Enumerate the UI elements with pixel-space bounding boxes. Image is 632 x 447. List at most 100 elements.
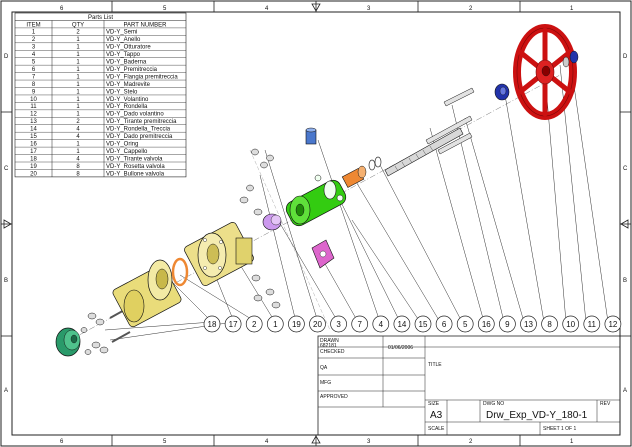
valve-body-semi-right xyxy=(184,222,254,286)
parts-item-number: 17 xyxy=(30,149,37,155)
leader-lines xyxy=(104,57,609,341)
parts-list-header: PART NUMBER xyxy=(123,22,167,28)
checked-label: CHECKED xyxy=(320,349,345,355)
parts-item-number: 19 xyxy=(30,164,37,170)
zone-letter-right: C xyxy=(623,166,628,172)
parts-item-number: 13 xyxy=(30,119,37,125)
balloon-label: 19 xyxy=(292,320,301,329)
drawn-by-value: 682181 xyxy=(320,343,337,349)
parts-item-number: 7 xyxy=(32,74,36,80)
handwheel-nut xyxy=(562,50,579,68)
parts-item-name: VD-Y_Dado volantino xyxy=(106,112,164,118)
parts-item-name: VD-Y_Premitreccia xyxy=(106,67,158,73)
zone-number-top: 6 xyxy=(60,6,64,12)
approved-label: APPROVED xyxy=(320,394,348,400)
ring-anello xyxy=(171,257,189,287)
center-mark-left xyxy=(3,219,12,229)
zone-letter-left: B xyxy=(4,278,8,284)
scale-label: SCALE xyxy=(428,426,445,432)
zone-number-bottom: 1 xyxy=(570,439,574,445)
zone-number-bottom: 5 xyxy=(163,439,167,445)
title-block: DRAWN 682181 01/06/2006 CHECKED QA MFG A… xyxy=(317,335,621,436)
stem-stelo xyxy=(384,127,464,177)
balloon-label: 3 xyxy=(336,320,341,329)
parts-item-qty: 1 xyxy=(76,112,80,118)
end-cap-part xyxy=(55,327,81,357)
drawn-date: 01/06/2006 xyxy=(388,345,413,351)
parts-item-name: VD-Y_Baderna xyxy=(106,60,147,66)
balloon-label: 4 xyxy=(379,320,384,329)
balloon-label: 13 xyxy=(524,320,533,329)
washers-body xyxy=(239,148,281,309)
zone-letter-right: A xyxy=(623,388,627,394)
parts-item-qty: 1 xyxy=(76,52,80,58)
parts-item-qty: 1 xyxy=(76,60,80,66)
tie-rods xyxy=(425,87,475,155)
sheet-number: SHEET 1 OF 1 xyxy=(543,426,576,432)
balloon-circle xyxy=(245,315,263,333)
balloon-circle xyxy=(203,315,221,333)
balloon-circle xyxy=(477,315,495,333)
parts-item-qty: 1 xyxy=(76,67,80,73)
zone-letter-right: D xyxy=(623,54,628,60)
qa-label: QA xyxy=(320,365,328,371)
parts-item-qty: 4 xyxy=(76,156,80,162)
washers-left xyxy=(80,312,109,355)
zone-number-top: 2 xyxy=(469,6,473,12)
balloon-label: 16 xyxy=(482,320,491,329)
parts-item-qty: 1 xyxy=(76,97,80,103)
tappo-part xyxy=(305,127,317,145)
parts-item-number: 14 xyxy=(30,127,37,133)
parts-item-name: VD-Y_Dado premitreccia xyxy=(106,134,173,140)
size-label: SIZE xyxy=(428,401,440,407)
parts-list-title: Parts List xyxy=(88,15,113,21)
balloon-circle xyxy=(266,315,284,333)
zone-number-bottom: 6 xyxy=(60,439,64,445)
parts-item-qty: 1 xyxy=(76,82,80,88)
parts-item-name: VD-Y_Rondella xyxy=(106,104,148,110)
parts-item-qty: 1 xyxy=(76,89,80,95)
balloon-label: 10 xyxy=(566,320,575,329)
balloon-circle xyxy=(435,315,453,333)
balloon-circle xyxy=(456,315,474,333)
balloon-label: 11 xyxy=(588,320,597,329)
rev-label: REV xyxy=(600,401,611,407)
parts-item-qty: 4 xyxy=(76,134,80,140)
packing-baderna xyxy=(341,165,367,188)
balloon-circle xyxy=(541,315,558,333)
parts-item-qty: 1 xyxy=(76,141,80,147)
balloon-circle xyxy=(372,315,390,333)
balloon-circle xyxy=(520,315,537,333)
balloon-circle xyxy=(393,315,411,333)
bonnet-cappello xyxy=(285,174,347,227)
balloon-label: 20 xyxy=(313,320,322,329)
obturator-part xyxy=(262,213,282,231)
parts-item-number: 3 xyxy=(32,45,36,51)
balloon-circle xyxy=(414,315,432,333)
parts-item-qty: 1 xyxy=(76,74,80,80)
parts-item-name: VD-Y_Volantino xyxy=(106,97,149,103)
parts-item-name: VD-Y_Flangia premitreccia xyxy=(106,74,178,80)
parts-item-name: VD-Y_Rondella_Treccia xyxy=(106,127,171,133)
parts-item-name: VD-Y_Anello xyxy=(106,37,141,43)
parts-item-name: VD-Y_Otturatore xyxy=(106,45,151,51)
title-label: TITLE xyxy=(428,362,442,368)
parts-item-name: VD-Y_Tirante valvola xyxy=(106,156,163,162)
parts-item-number: 10 xyxy=(30,97,37,103)
balloon-circle xyxy=(330,315,347,333)
size-value: A3 xyxy=(430,410,443,421)
parts-item-qty: 2 xyxy=(76,119,80,125)
zone-number-bottom: 2 xyxy=(469,439,473,445)
parts-item-number: 15 xyxy=(30,134,37,140)
parts-item-number: 6 xyxy=(32,67,36,73)
zone-letter-left: C xyxy=(4,166,9,172)
parts-item-number: 8 xyxy=(32,82,36,88)
parts-item-qty: 8 xyxy=(76,171,80,177)
drawing-number: Drw_Exp_VD-Y_180-1 xyxy=(486,410,588,421)
parts-item-qty: 1 xyxy=(76,45,80,51)
small-rings xyxy=(368,156,382,171)
balloon-circle xyxy=(351,315,369,333)
balloon-circle xyxy=(288,315,305,333)
